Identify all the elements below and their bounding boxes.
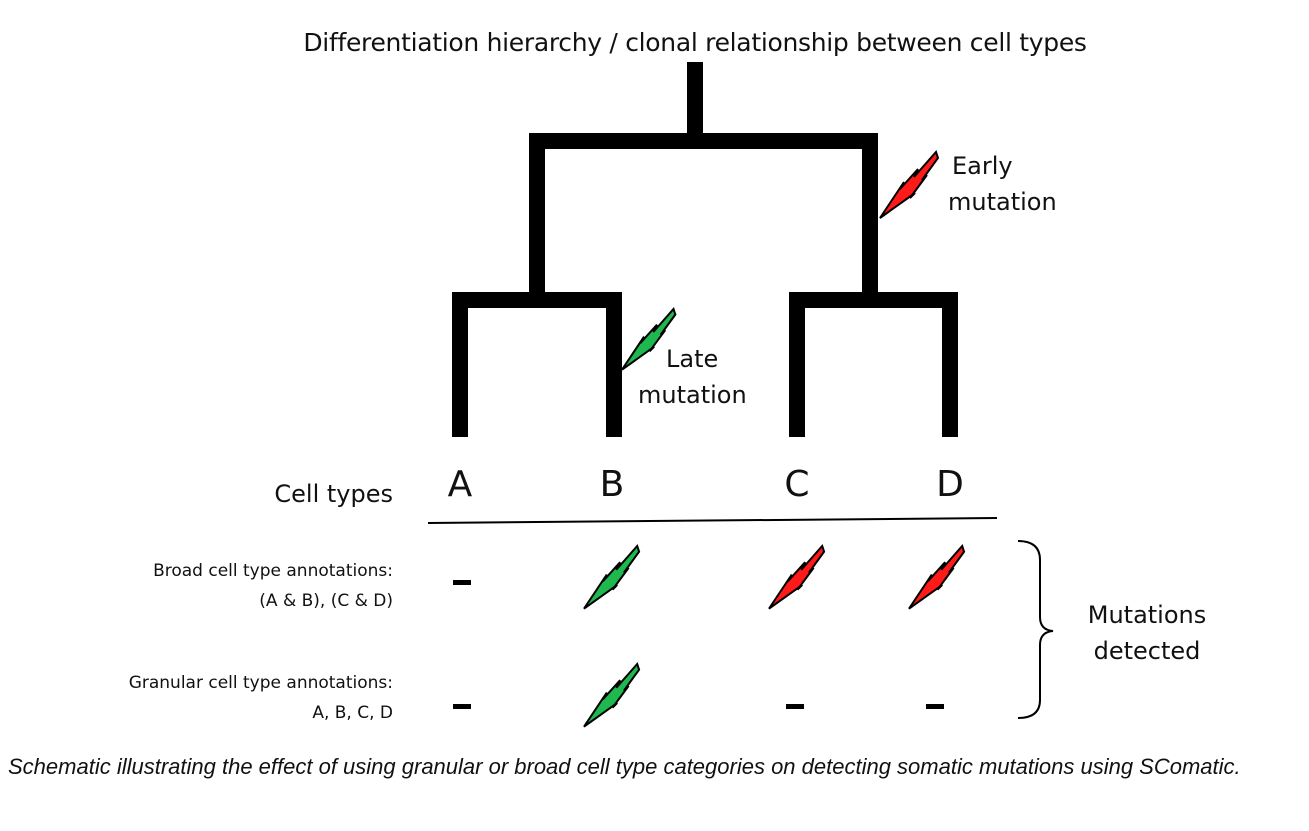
mutations-detected-line1: Mutations (1087, 601, 1207, 629)
granular-annotation-label-line2: A, B, C, D (312, 703, 393, 723)
mutations-brace (1017, 540, 1054, 719)
mutations-detected-label: Mutations detected (1057, 597, 1237, 669)
cell-types-divider (427, 517, 998, 524)
broad-annotation-label: Broad cell type annotations: (A & B), (C… (153, 556, 393, 616)
broad-row-c-early-mutation-bolt-icon (768, 544, 826, 610)
granular-row-d-no-mutation-mark (926, 704, 944, 709)
mutations-detected-line2: detected (1093, 637, 1201, 665)
cell-type-a: A (447, 464, 473, 505)
late-mutation-label-line1: Late (666, 345, 719, 373)
early-mutation-label-line1: Early (952, 152, 1013, 180)
early-mutation-bolt-icon (879, 150, 940, 219)
granular-row-a-no-mutation-mark (453, 704, 471, 709)
cell-type-b: B (599, 464, 625, 505)
late-mutation-label-line2: mutation (638, 381, 747, 409)
granular-annotation-label-line1: Granular cell type annotations: (128, 673, 393, 693)
diagram-title: Differentiation hierarchy / clonal relat… (303, 28, 1087, 57)
lineage-tree (452, 62, 958, 437)
figure-caption: Schematic illustrating the effect of usi… (8, 754, 1241, 779)
cell-type-c: C (784, 464, 810, 505)
granular-row-b-late-mutation-bolt-icon (583, 662, 641, 728)
broad-row-a-no-mutation-mark (453, 580, 471, 585)
broad-row-d-early-mutation-bolt-icon (908, 544, 966, 610)
cell-type-d: D (936, 464, 964, 505)
cell-types-label: Cell types (274, 480, 393, 508)
early-mutation-label-line2: mutation (948, 188, 1057, 216)
broad-annotation-label-line2: (A & B), (C & D) (259, 591, 393, 611)
late-mutation-bolt-icon (621, 307, 677, 371)
granular-row-c-no-mutation-mark (786, 704, 804, 709)
granular-annotation-label: Granular cell type annotations: A, B, C,… (129, 668, 393, 728)
broad-annotation-label-line1: Broad cell type annotations: (153, 561, 393, 581)
late-mutation-label: Late mutation (638, 341, 747, 413)
early-mutation-label: Early mutation (948, 148, 1057, 220)
broad-row-b-late-mutation-bolt-icon (583, 544, 641, 610)
